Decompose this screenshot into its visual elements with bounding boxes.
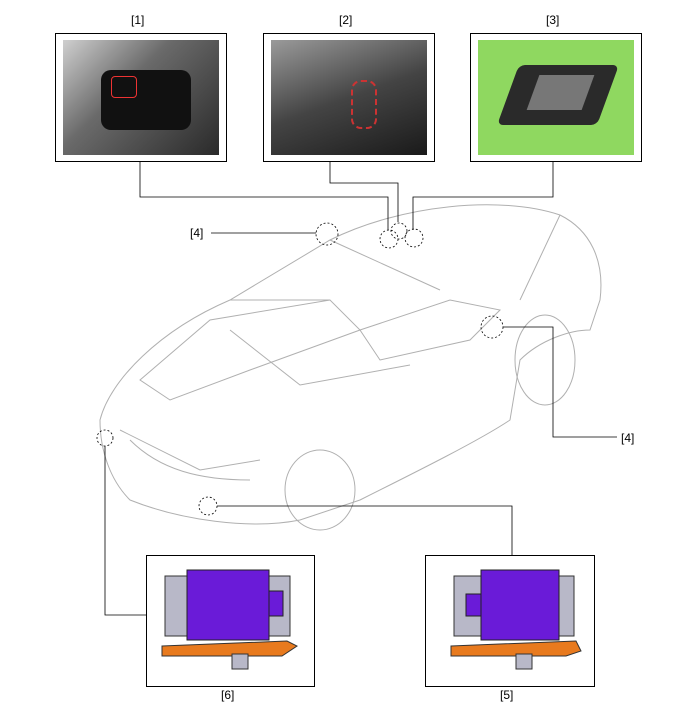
callout-label-3: [3] [546, 13, 560, 27]
leader-line-6 [104, 446, 146, 616]
leader-line-4-side [503, 326, 617, 438]
leader-line-2 [329, 160, 399, 222]
radar-module-5-drawing [450, 569, 582, 670]
location-circle-4-top [315, 222, 339, 246]
callout-label-6: [6] [221, 688, 235, 702]
module-bracket-photo [478, 40, 634, 155]
callout-label-5: [5] [500, 688, 514, 702]
module-box-6 [146, 555, 315, 687]
photo-box-3 [470, 33, 642, 162]
location-circle-2 [390, 222, 408, 240]
callout-label-1: [1] [131, 13, 145, 27]
radar-module-6-drawing [161, 569, 298, 670]
leader-line-1 [139, 160, 389, 230]
callout-label-2: [2] [339, 13, 353, 27]
photo-box-1 [55, 33, 227, 162]
module-box-5 [425, 555, 595, 687]
location-circle-5 [198, 496, 218, 516]
switch-panel-photo [63, 40, 219, 155]
location-circle-3 [404, 228, 424, 248]
location-circle-6 [96, 429, 114, 447]
callout-label-4-side: [4] [621, 431, 635, 445]
photo-box-2 [263, 33, 435, 162]
callout-label-4-top: [4] [190, 226, 204, 240]
location-circle-1 [379, 229, 399, 249]
leader-line-3 [412, 160, 554, 230]
leader-line-5 [217, 505, 513, 555]
location-circle-4-side [480, 315, 504, 339]
steering-column-photo [271, 40, 427, 155]
